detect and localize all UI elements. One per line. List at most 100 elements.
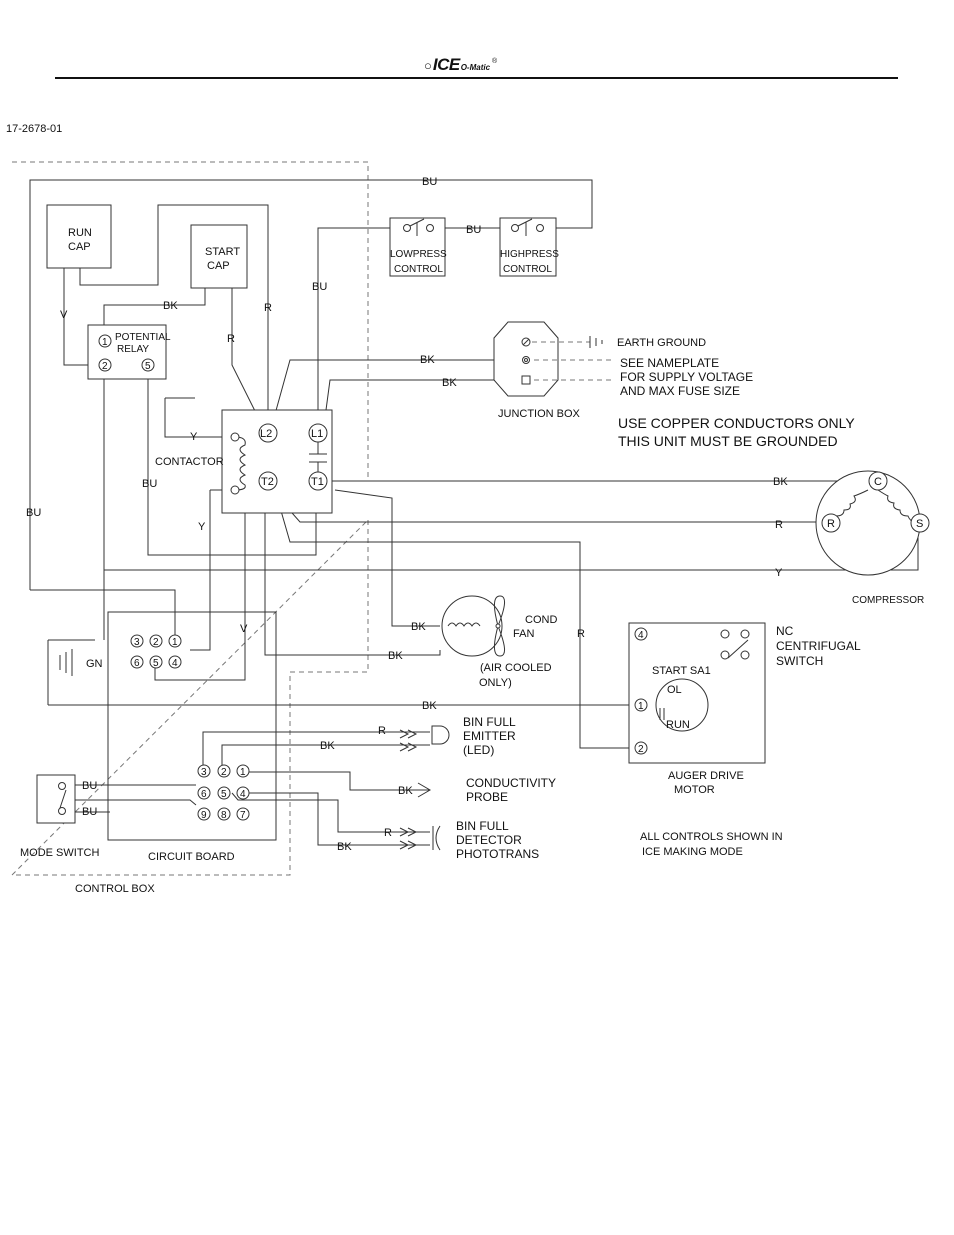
- mode-switch-label: MODE SWITCH: [20, 847, 99, 859]
- compressor-terminal-r: R: [827, 518, 835, 530]
- board-bottom-terminal-4: 4: [240, 789, 246, 800]
- board-top-terminal-6: 6: [134, 658, 140, 669]
- board-top-terminal-5: 5: [153, 658, 159, 669]
- motor-terminal-4: 4: [638, 630, 644, 641]
- auger-drive-motor: 4 1 2 START SA1 OL RUN AUGER DRIVE MOTOR: [628, 622, 766, 796]
- board-bottom-terminal-7: 7: [240, 810, 246, 821]
- nameplate-line-3: AND MAX FUSE SIZE: [620, 384, 740, 398]
- compressor-terminal-s: S: [916, 518, 923, 530]
- air-cooled-label-1: (AIR COOLED: [480, 662, 552, 674]
- board-bottom-terminal-3: 3: [201, 767, 207, 778]
- emitter-label-1: BIN FULL: [463, 715, 516, 729]
- controls-note-line-2: ICE MAKING MODE: [642, 846, 743, 858]
- wire-label-gn: GN: [86, 658, 103, 670]
- wire-label-bk: BK: [422, 700, 437, 712]
- junction-box-label: JUNCTION BOX: [498, 408, 581, 420]
- run-cap-label-2: CAP: [68, 241, 91, 253]
- wire-label-bu: BU: [26, 507, 41, 519]
- centrifugal-switch-label-1: NC: [776, 624, 794, 638]
- run-label: RUN: [666, 719, 690, 731]
- board-top-terminal-2: 2: [153, 637, 159, 648]
- contactor-terminal-t1: T1: [311, 476, 324, 488]
- relay-label-2: RELAY: [117, 344, 149, 355]
- board-top-terminal-3: 3: [134, 637, 140, 648]
- wire-label-bu: BU: [82, 806, 97, 818]
- relay-terminal-2: 2: [102, 361, 108, 372]
- conductivity-probe: CONDUCTIVITY PROBE: [417, 776, 556, 804]
- cond-fan-label-1: COND: [525, 614, 557, 626]
- registered-mark: ®: [492, 58, 498, 65]
- motor-terminal-1: 1: [638, 701, 644, 712]
- ground-symbol-icon: [59, 649, 73, 676]
- logo-ice-text: ICE: [432, 55, 460, 74]
- compressor: C R S COMPRESSOR: [815, 470, 930, 606]
- wire-label-r: R: [264, 302, 272, 314]
- contactor: L2 L1 T2 T1: [221, 409, 333, 514]
- wire-label-bu: BU: [466, 224, 481, 236]
- control-box-label: CONTROL BOX: [75, 883, 155, 895]
- centrifugal-switch-label-3: SWITCH: [776, 654, 823, 668]
- logo-swoosh-icon: ○: [424, 58, 432, 73]
- cond-fan-label-2: FAN: [513, 628, 534, 640]
- compressor-terminal-c: C: [874, 476, 882, 488]
- copper-notice-line-1: USE COPPER CONDUCTORS ONLY: [618, 415, 855, 431]
- compressor-label: COMPRESSOR: [852, 595, 924, 606]
- relay-terminal-5: 5: [145, 361, 151, 372]
- wire-label-bu: BU: [142, 478, 157, 490]
- ice-o-matic-logo: ○ ICE O-Matic ®: [424, 55, 497, 77]
- header-rule: [55, 77, 898, 79]
- wire-label-r: R: [227, 333, 235, 345]
- wire-label-bu: BU: [82, 780, 97, 792]
- detector-label-2: DETECTOR: [456, 833, 522, 847]
- wire-label-bk: BK: [411, 621, 426, 633]
- low-press-label-1: LOWPRESS: [390, 249, 447, 260]
- wire-label-bk: BK: [420, 354, 435, 366]
- detector-label-1: BIN FULL: [456, 819, 509, 833]
- wire-label-bu: BU: [312, 281, 327, 293]
- nameplate-line-1: SEE NAMEPLATE: [620, 356, 719, 370]
- board-bottom-terminal-5: 5: [221, 789, 227, 800]
- circuit-board: 3 2 1 6 5 4 3 2 1 6 5 4 9 8 7 CIRCUIT BO…: [107, 611, 277, 863]
- board-bottom-terminal-6: 6: [201, 789, 207, 800]
- wire-label-r: R: [775, 519, 783, 531]
- copper-notice-line-2: THIS UNIT MUST BE GROUNDED: [618, 433, 838, 449]
- high-press-control: HIGHPRESS CONTROL: [499, 217, 559, 277]
- logo-omatic-text: O-Matic: [460, 63, 491, 72]
- wire-label-v: V: [60, 309, 68, 321]
- relay-terminal-1: 1: [102, 337, 108, 348]
- wire-label-bk: BK: [442, 377, 457, 389]
- start-cap: START CAP: [190, 224, 248, 289]
- probe-label-1: CONDUCTIVITY: [466, 776, 556, 790]
- high-press-label-1: HIGHPRESS: [500, 249, 559, 260]
- wire-label-bk: BK: [337, 841, 352, 853]
- board-bottom-terminal-1: 1: [240, 767, 246, 778]
- wire-label-bk: BK: [398, 785, 413, 797]
- mode-switch: MODE SWITCH: [20, 774, 99, 859]
- condenser-fan: COND FAN (AIR COOLED ONLY): [441, 595, 557, 689]
- wire-label-bk: BK: [773, 476, 788, 488]
- potential-relay: 1 2 5 POTENTIAL RELAY: [87, 324, 171, 380]
- auger-motor-label-2: MOTOR: [674, 784, 715, 796]
- wire-labels: BU BU BU BK R V R BK BK Y BU BU Y BK R Y…: [26, 176, 788, 853]
- wire-label-y: Y: [198, 521, 206, 533]
- board-bottom-terminal-8: 8: [221, 810, 227, 821]
- low-press-label-2: CONTROL: [394, 264, 443, 275]
- wire-label-y: Y: [190, 431, 198, 443]
- board-bottom-terminal-9: 9: [201, 810, 207, 821]
- start-cap-label-1: START: [205, 246, 240, 258]
- low-press-control: LOWPRESS CONTROL: [389, 217, 447, 277]
- control-box-outline: [10, 161, 369, 876]
- contactor-terminal-t2: T2: [261, 476, 274, 488]
- earth-ground-label: EARTH GROUND: [617, 337, 706, 349]
- board-top-terminal-1: 1: [172, 637, 178, 648]
- emitter-label-3: (LED): [463, 743, 494, 757]
- board-bottom-terminal-2: 2: [221, 767, 227, 778]
- start-sa1-label: START SA1: [652, 665, 711, 677]
- relay-label-1: POTENTIAL: [115, 332, 171, 343]
- contactor-terminal-l1: L1: [311, 428, 323, 440]
- ol-label: OL: [667, 684, 682, 696]
- motor-terminal-2: 2: [638, 744, 644, 755]
- wire-label-bk: BK: [320, 740, 335, 752]
- centrifugal-switch-label-2: CENTRIFUGAL: [776, 639, 861, 653]
